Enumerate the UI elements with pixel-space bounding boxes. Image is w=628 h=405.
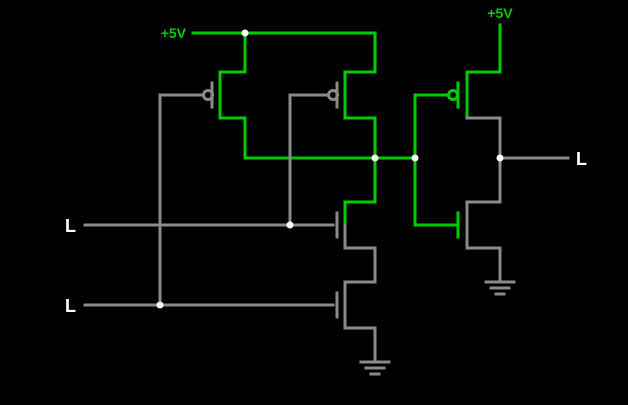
wire-nmos2-source-to-ground[interactable]	[343, 326, 377, 364]
wire-nmos1-source-to-nmos2-drain[interactable]	[343, 246, 377, 284]
wire-vdd-branch-pmos2[interactable]	[343, 31, 377, 74]
low-voltage-nets	[83, 81, 570, 376]
inverter-pmos-bubble-icon	[447, 89, 459, 101]
wire-nand-output-to-nmos-stack[interactable]	[343, 156, 377, 204]
junction-dot	[156, 301, 164, 309]
wire-inverter-nmos-source-to-ground[interactable]	[465, 246, 502, 284]
junction-dot	[371, 154, 379, 162]
wire-inverter-nmos-drain[interactable]	[465, 156, 502, 204]
junction-dot	[241, 29, 249, 37]
junction-dots	[156, 29, 504, 309]
vdd-left-label[interactable]: +5V	[161, 25, 187, 41]
input-b-label[interactable]: L	[65, 296, 76, 316]
high-voltage-nets	[191, 23, 502, 239]
output-label[interactable]: L	[576, 149, 587, 169]
junction-dot	[411, 154, 419, 162]
wire-vdd-branch-pmos1[interactable]	[218, 31, 247, 74]
junction-dot	[496, 154, 504, 162]
vdd-right-label[interactable]: +5V	[487, 5, 513, 21]
ground-symbol-inverter[interactable]	[484, 280, 516, 296]
wire-inverter-pmos-drain[interactable]	[465, 116, 502, 160]
ground-symbol-nand[interactable]	[359, 360, 391, 376]
wire-input-b-branch-to-pmos1-gate[interactable]	[158, 93, 205, 307]
input-a-label[interactable]: L	[65, 216, 76, 236]
wire-pmos2-drain[interactable]	[343, 116, 377, 160]
wire-vdd2-to-inverter-pmos[interactable]	[465, 23, 502, 74]
wire-pmos1-drain[interactable]	[218, 116, 247, 160]
wire-input-a-branch-to-pmos2-gate[interactable]	[288, 93, 330, 227]
junction-dot	[286, 221, 294, 229]
